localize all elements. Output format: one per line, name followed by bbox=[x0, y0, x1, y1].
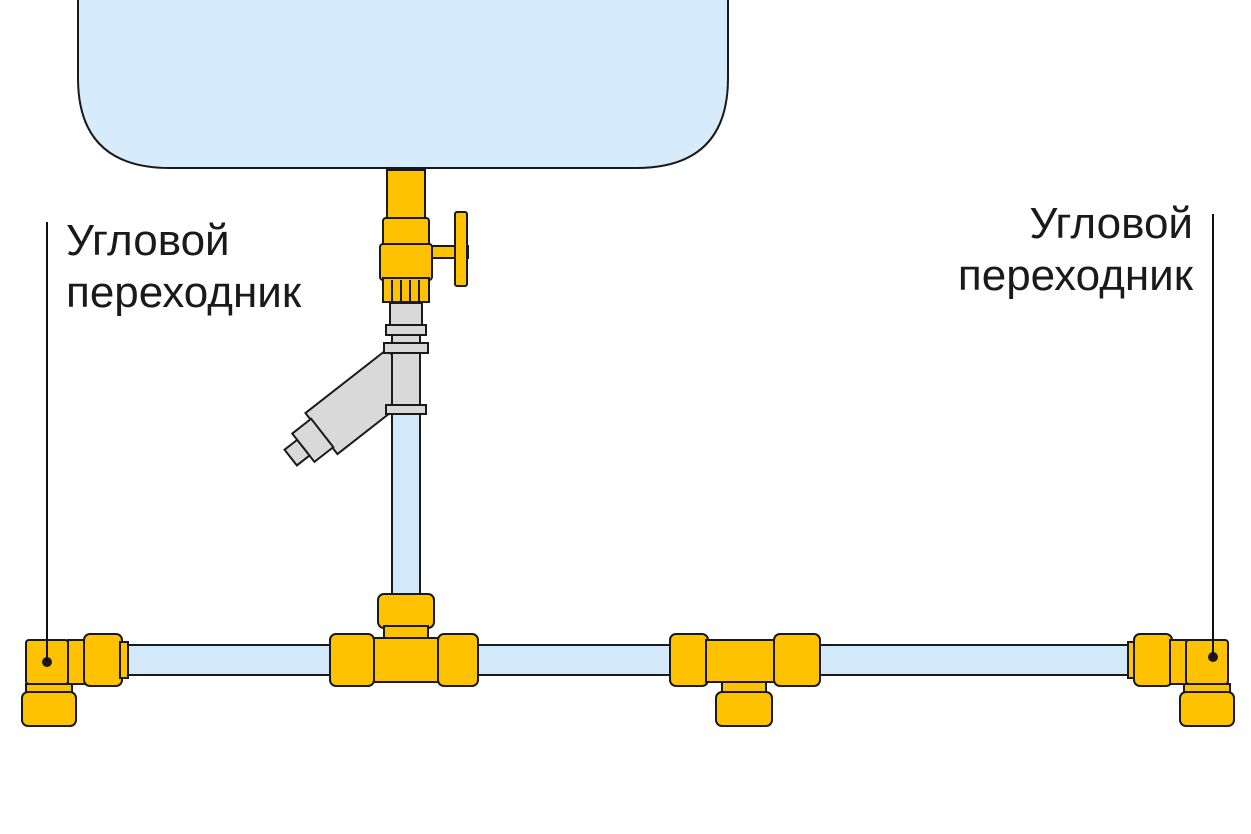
pipe-segment-3 bbox=[817, 644, 1134, 676]
tee-fitting-middle bbox=[669, 633, 821, 727]
tee-fitting-main bbox=[329, 593, 479, 687]
label-right-line1: Угловой bbox=[1029, 199, 1193, 248]
label-elbow-adapter-left: Угловой переходник bbox=[66, 215, 301, 319]
gray-nipple bbox=[385, 302, 427, 344]
vertical-pipe bbox=[391, 413, 421, 597]
label-left-line2: переходник bbox=[66, 268, 302, 317]
pipe-segment-2 bbox=[475, 644, 675, 676]
ball-valve-handle bbox=[429, 211, 469, 287]
pipe-segment-1 bbox=[124, 644, 336, 676]
label-elbow-adapter-right: Угловой переходник bbox=[958, 198, 1193, 302]
water-tank bbox=[77, 0, 729, 169]
label-right-line2: переходник bbox=[957, 251, 1193, 300]
y-strainer-filter bbox=[283, 342, 429, 467]
elbow-fitting-left bbox=[21, 633, 129, 727]
label-left-line1: Угловой bbox=[66, 216, 230, 265]
tank-outlet-nipple bbox=[386, 169, 426, 223]
ball-valve bbox=[379, 217, 433, 303]
elbow-fitting-right bbox=[1127, 633, 1235, 727]
